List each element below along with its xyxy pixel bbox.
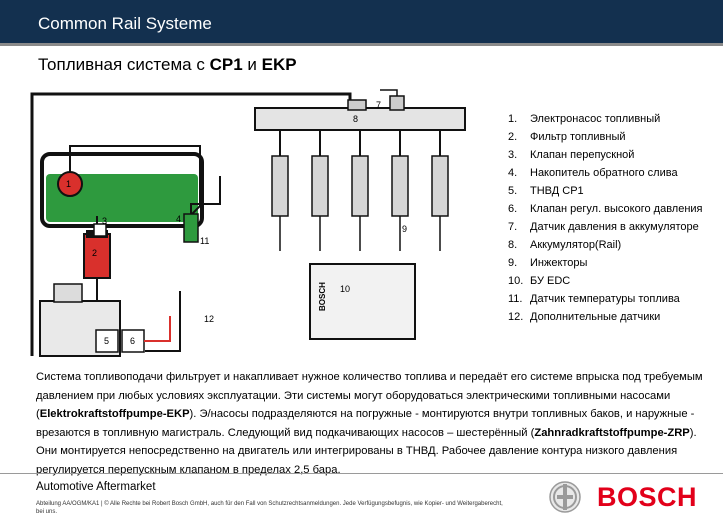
legend-item: 8.Аккумулятор(Rail) <box>508 239 622 251</box>
callout-3: 3 <box>102 216 107 226</box>
slide-title-prefix: Топливная система с <box>38 55 210 74</box>
callout-7: 7 <box>376 100 381 110</box>
pressure-line-12 <box>145 291 181 352</box>
slide-title-cp1: CP1 <box>209 55 243 74</box>
legend-item: 12.Дополнительные датчики <box>508 311 661 323</box>
slide-title-mid: и <box>242 55 262 74</box>
legend-item: 6.Клапан регул. высокого давления <box>508 203 703 215</box>
return-line <box>30 92 352 356</box>
rail-accumulator <box>254 107 466 131</box>
legend-item: 2.Фильтр топливный <box>508 131 626 143</box>
component-legend: 1.Электронасос топливный 2.Фильтр топлив… <box>508 110 703 326</box>
footer-divider <box>0 473 723 474</box>
legend-item: 5.ТНВД CP1 <box>508 185 584 197</box>
ecu-box <box>309 263 416 340</box>
description-paragraph: Система топливоподачи фильтрует и накапл… <box>36 371 703 476</box>
header-bar: Common Rail Systeme <box>0 0 723 46</box>
legend-item: 10.БУ EDC <box>508 275 571 287</box>
bosch-wordmark: BOSCH <box>597 482 698 512</box>
slide-title-ekp: EKP <box>261 55 297 74</box>
footer-copyright: Abteilung AA/OGM/KA1 | © Alle Rechte bei… <box>36 501 503 515</box>
bosch-armature-icon <box>549 481 581 513</box>
return-accumulator <box>183 213 199 243</box>
callout-4: 4 <box>176 214 181 224</box>
legend-item: 1.Электронасос топливный <box>508 113 661 125</box>
ecu-label: BOSCH <box>318 282 327 311</box>
callout-2: 2 <box>92 248 97 258</box>
callout-9: 9 <box>402 224 407 234</box>
legend-item: 9.Инжекторы <box>508 257 588 269</box>
fuel-system-diagram: BOSCH 1 2 3 4 5 6 7 8 9 10 11 12 <box>30 89 466 357</box>
legend-item: 4.Накопитель обратного слива <box>508 167 678 179</box>
callout-1: 1 <box>66 179 71 189</box>
legend-item: 7.Датчик давления в аккумуляторе <box>508 221 699 233</box>
fuel-level <box>46 174 198 222</box>
footer-department: Automotive Aftermarket <box>36 481 156 493</box>
callout-12: 12 <box>204 314 214 324</box>
header-title: Common Rail Systeme <box>38 14 212 33</box>
callout-6: 6 <box>130 336 135 346</box>
pump-block-5 <box>95 329 119 353</box>
legend-item: 3.Клапан перепускной <box>508 149 635 161</box>
callout-11: 11 <box>200 236 209 246</box>
callout-10: 10 <box>340 284 350 294</box>
slide-title: Топливная система с CP1 и EKP <box>38 55 297 75</box>
rail-pressure-sensor <box>347 99 367 111</box>
callout-5: 5 <box>104 336 109 346</box>
pressure-regulator <box>389 95 405 111</box>
callout-8: 8 <box>353 114 358 124</box>
legend-item: 11.Датчик температуры топлива <box>508 293 680 305</box>
bypass-valve <box>93 223 107 237</box>
injectors <box>271 155 449 217</box>
